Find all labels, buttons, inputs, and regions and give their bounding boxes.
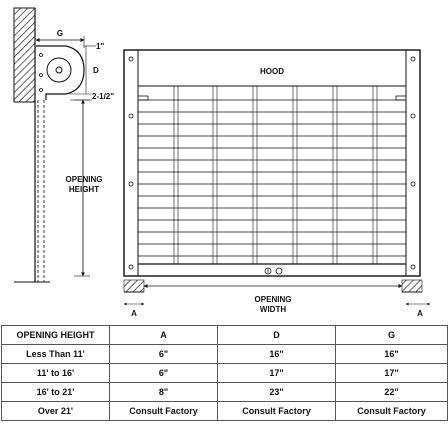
base-details: A A OPENING WIDTH [123, 279, 431, 318]
hood-profile [36, 45, 85, 100]
table-cell: 16" [335, 344, 448, 364]
rolling-grille [138, 86, 406, 264]
table-cell: Consult Factory [217, 401, 336, 421]
table-cell: 6" [109, 363, 218, 383]
table-cell: 22" [335, 382, 448, 402]
hood-label: HOOD [260, 67, 284, 76]
coil-inner [55, 66, 63, 74]
opening-width-line1: OPENING [255, 295, 292, 304]
table-cell: 23" [217, 382, 336, 402]
table-cell: Consult Factory [335, 401, 448, 421]
shutter-diagram: G 1" D 2-1/2" OPENING HEIGHT HOOD [13, 7, 431, 318]
one-inch-label: 1" [96, 42, 104, 51]
table-header-cell: A [109, 325, 218, 345]
table-cell: 17" [335, 363, 448, 383]
g-label: G [57, 29, 63, 38]
opening-height-line1: OPENING [66, 175, 103, 184]
table-cell: Less Than 11' [1, 344, 110, 364]
table-header-cell: D [217, 325, 336, 345]
table-cell: 17" [217, 363, 336, 383]
table-cell: Over 21' [1, 401, 110, 421]
table-row: Less Than 11'6"16"16" [1, 344, 448, 364]
opening-height-line2: HEIGHT [69, 185, 99, 194]
a-left-label: A [131, 309, 137, 318]
opening-width-line2: WIDTH [260, 305, 286, 314]
two-half-label: 2-1/2" [92, 92, 114, 101]
table-cell: 8" [109, 382, 218, 402]
table-cell: Consult Factory [109, 401, 218, 421]
door-frame [123, 49, 421, 277]
lock-icon [264, 267, 272, 275]
table-cell: 16" [217, 344, 336, 364]
d-label: D [93, 66, 99, 75]
side-section-view: G 1" D 2-1/2" OPENING HEIGHT [13, 7, 114, 283]
table-row: 16' to 21'8"23"22" [1, 382, 448, 402]
table-cell: 16' to 21' [1, 382, 110, 402]
table-header-cell: OPENING HEIGHT [1, 325, 110, 345]
front-elevation: HOOD [123, 49, 421, 277]
table-row: 11' to 16'6"17"17" [1, 363, 448, 383]
table-header-cell: G [335, 325, 448, 345]
table-cell: 6" [109, 344, 218, 364]
table-cell: 11' to 16' [1, 363, 110, 383]
coil-outer [46, 57, 72, 83]
a-right-label: A [417, 309, 423, 318]
wall-hatch [13, 7, 36, 103]
